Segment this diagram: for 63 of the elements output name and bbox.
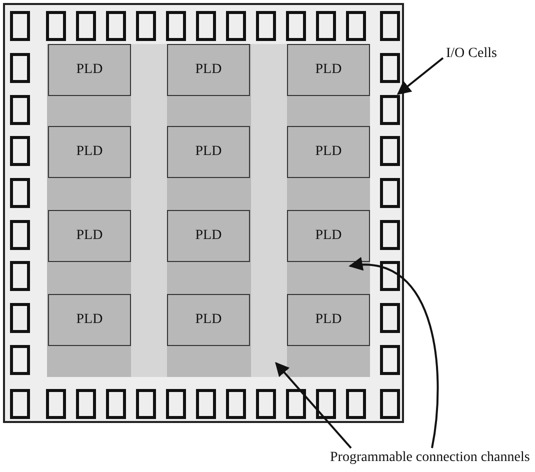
logic-block: PLD (167, 294, 250, 346)
io-cell (346, 11, 366, 41)
logic-block: PLD (167, 126, 250, 178)
io-cell (10, 178, 30, 208)
callout-label: Programmable connection channels (330, 450, 530, 466)
logic-block: PLD (167, 210, 250, 262)
io-cell (10, 220, 30, 250)
io-cell (380, 53, 400, 83)
io-cell (256, 11, 276, 41)
chip-outline (3, 3, 404, 423)
io-cell (166, 11, 186, 41)
io-cell (10, 345, 30, 375)
io-cell (10, 261, 30, 291)
io-cell (256, 389, 276, 419)
io-cell (136, 389, 156, 419)
io-cell (316, 11, 336, 41)
io-cell (316, 389, 336, 419)
io-cell (10, 53, 30, 83)
logic-block: PLD (167, 44, 250, 96)
logic-block: PLD (287, 294, 370, 346)
io-cell (346, 389, 366, 419)
io-cell (380, 303, 400, 333)
leader-line (396, 57, 444, 95)
logic-block: PLD (48, 210, 131, 262)
io-cell (380, 11, 400, 41)
io-cell (380, 345, 400, 375)
io-cell (10, 136, 30, 166)
io-cell (10, 303, 30, 333)
logic-block: PLD (287, 44, 370, 96)
logic-block: PLD (287, 210, 370, 262)
logic-block: PLD (287, 126, 370, 178)
routing-area (47, 44, 370, 377)
routing-channel (131, 44, 167, 377)
io-cell (46, 11, 66, 41)
io-cell (10, 11, 30, 41)
io-cell (76, 389, 96, 419)
io-cell (46, 389, 66, 419)
io-cell (286, 11, 306, 41)
io-cell (196, 389, 216, 419)
logic-block: PLD (48, 294, 131, 346)
io-cell (226, 389, 246, 419)
io-cell (10, 389, 30, 419)
io-cell (136, 11, 156, 41)
io-cell (10, 95, 30, 125)
io-cell (380, 95, 400, 125)
routing-channel (251, 44, 287, 377)
io-cell (286, 389, 306, 419)
io-cell (76, 11, 96, 41)
io-cell (380, 261, 400, 291)
logic-block: PLD (48, 44, 131, 96)
leader-line (348, 258, 439, 448)
logic-block: PLD (48, 126, 131, 178)
io-cell (380, 136, 400, 166)
io-cell (380, 220, 400, 250)
io-cell (106, 11, 126, 41)
io-cell (226, 11, 246, 41)
io-cell (196, 11, 216, 41)
leader-line (275, 362, 352, 449)
io-cell (380, 178, 400, 208)
io-cell (106, 389, 126, 419)
callout-label: I/O Cells (446, 46, 497, 62)
io-cell (380, 389, 400, 419)
io-cell (166, 389, 186, 419)
